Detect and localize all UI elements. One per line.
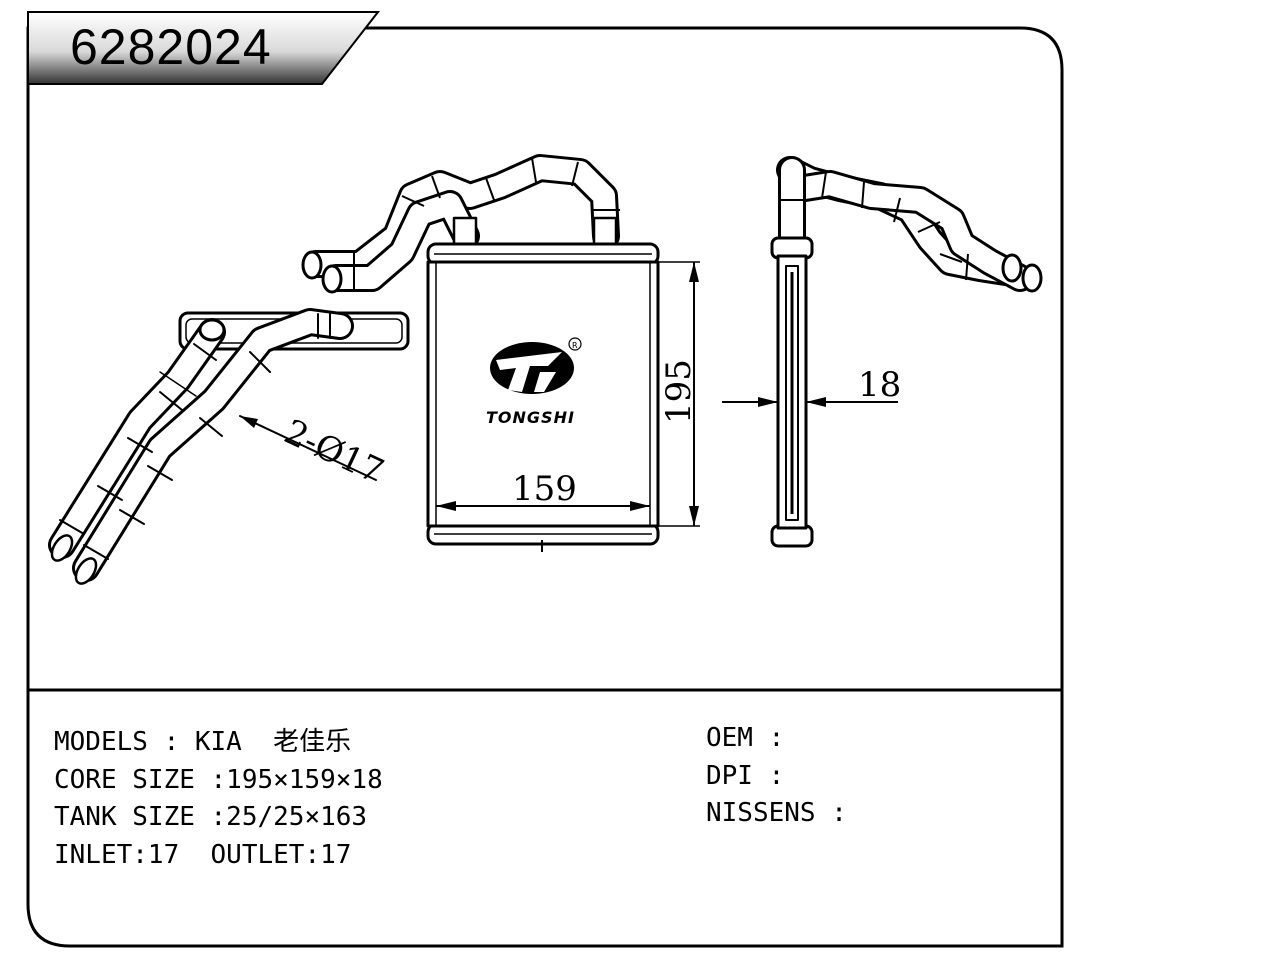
models-spec: MODELS : KIA 老佳乐 <box>54 727 352 757</box>
heater-core-front-view <box>301 154 700 552</box>
core-size-spec: CORE SIZE :195×159×18 <box>54 764 383 795</box>
inlet-outlet-spec: INLET:17 OUTLET:17 <box>54 839 352 870</box>
outer-border <box>26 26 1064 948</box>
tank-size-spec: TANK SIZE :25/25×163 <box>54 802 368 832</box>
header-tab <box>27 11 381 85</box>
nissens-spec: NISSENS : <box>706 798 847 828</box>
svg-text:R: R <box>572 341 578 350</box>
pipe-side-view <box>48 308 410 585</box>
specs-right: OEM : DPI : NISSENS : <box>706 720 847 833</box>
pipe-diameter-label: 2-Ø17 <box>278 412 389 492</box>
dpi-spec: DPI : <box>706 760 785 791</box>
tongshi-logo: R TONGSHI <box>486 337 582 427</box>
width-dimension-label: 159 <box>512 469 577 509</box>
core <box>426 260 660 528</box>
specs-left: MODELS : KIA 老佳乐 CORE SIZE :195×159×18 T… <box>54 724 383 874</box>
depth-dimension-label: 18 <box>858 365 901 405</box>
brand-name: TONGSHI <box>486 408 575 427</box>
oem-spec: OEM : <box>706 723 785 753</box>
heater-core-side-view <box>722 156 1043 548</box>
part-number: 6282024 <box>70 19 272 75</box>
pipe-bracket <box>178 311 410 351</box>
height-dimension-label: 195 <box>659 359 699 424</box>
